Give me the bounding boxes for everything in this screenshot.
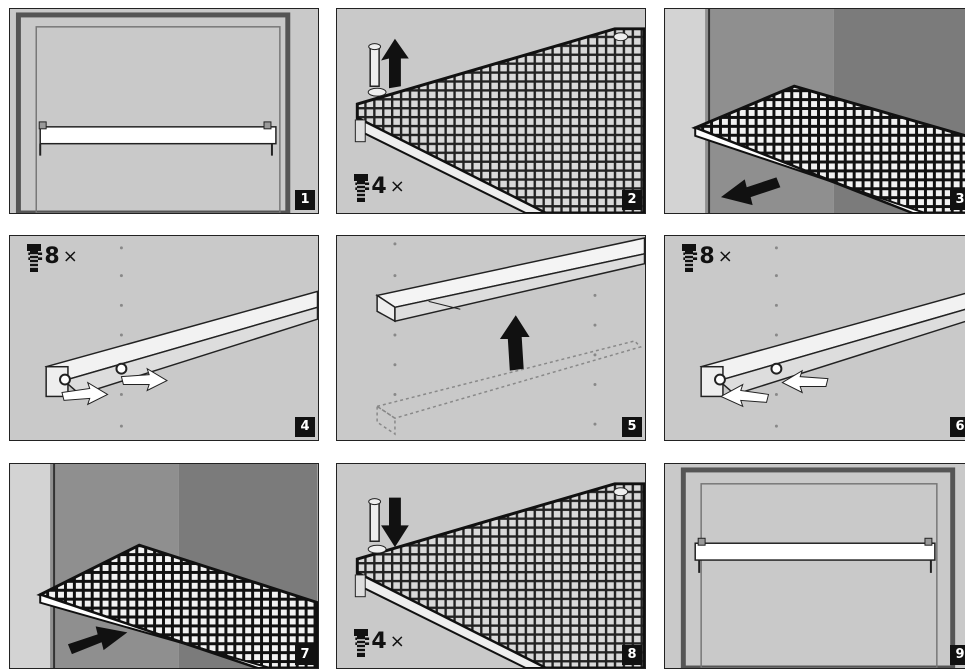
step-panel-3: 3 [664,8,965,214]
arrow-up-icon [500,315,530,370]
screw-icon [353,629,369,659]
step-number-badge: 1 [295,190,315,210]
quantity-label: =8× [26,244,78,269]
arrow-down-icon [381,498,409,548]
step-number-badge: 9 [950,645,965,665]
step-number-badge: 8 [622,645,642,665]
step-panel-1: 1 [9,8,319,214]
shelf-removal-illustration [665,9,965,213]
screw-icon [368,44,386,96]
shelf-insertion-illustration [10,464,318,668]
quantity-label: =4× [353,174,405,199]
quantity-label: =4× [353,629,405,654]
step-number-badge: 5 [622,417,642,437]
step-number-badge: 3 [950,190,965,210]
step-panel-8: =4× 8 [336,463,646,669]
quantity-label: =8× [681,244,733,269]
step-panel-9: 9 [664,463,965,669]
step-number-badge: 7 [295,645,315,665]
step-panel-2: =4× 2 [336,8,646,214]
screw-icon [353,174,369,204]
cabinet-interior-illustration [10,9,318,213]
screw-icon [681,244,697,274]
step-panel-6: =8× 6 [664,235,965,441]
step-number-badge: 4 [295,417,315,437]
cabinet-interior-illustration [665,464,965,668]
rail-reposition-illustration [337,236,645,440]
step-number-badge: 6 [950,417,965,437]
step-number-badge: 2 [622,190,642,210]
step-panel-5: 5 [336,235,646,441]
step-panel-4: =8× 4 [9,235,319,441]
screw-icon [26,244,42,274]
arrow-up-icon [381,39,409,89]
step-panel-7: 7 [9,463,319,669]
